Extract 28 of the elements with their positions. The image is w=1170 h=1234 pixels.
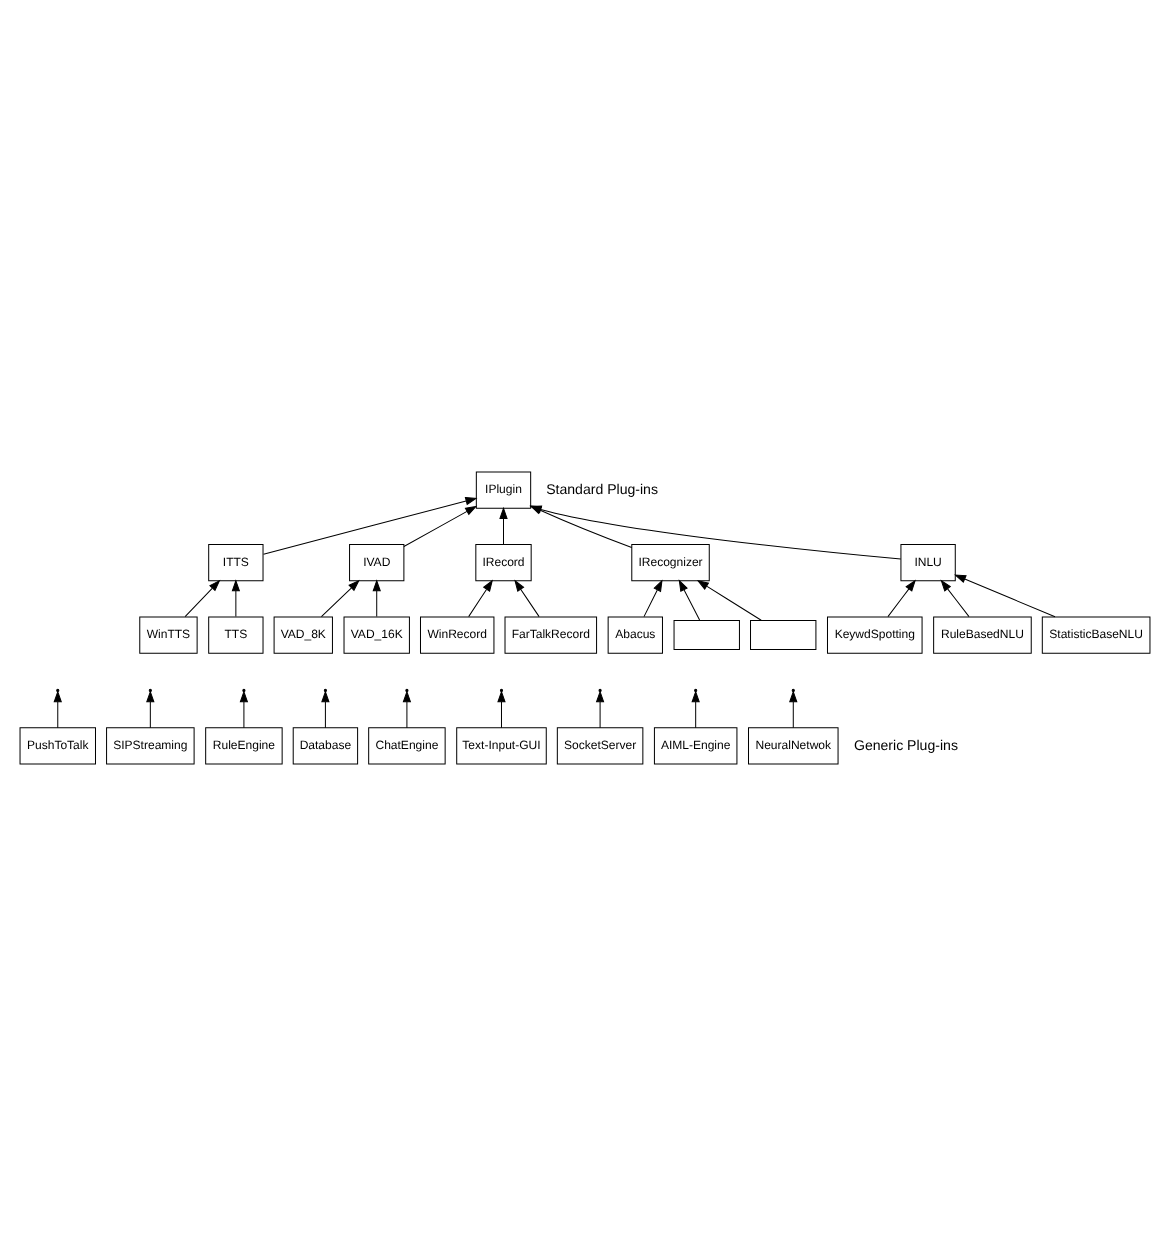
arrow (321, 689, 330, 728)
arrow (468, 578, 494, 617)
arrow (320, 578, 360, 617)
arrow (529, 504, 633, 548)
arrow (789, 689, 798, 728)
arrow (954, 573, 1056, 617)
node-box (750, 618, 817, 650)
arrow (499, 505, 508, 544)
arrow (53, 689, 62, 728)
arrow (691, 689, 700, 728)
arrow (403, 504, 478, 546)
arrow (529, 504, 902, 559)
arrow (402, 689, 412, 728)
arrow (643, 578, 663, 617)
arrow (514, 578, 540, 617)
arrow (239, 689, 249, 728)
node-box (673, 618, 740, 650)
arrow (696, 578, 762, 620)
arrow (940, 578, 970, 617)
arrow (497, 689, 506, 728)
arrow (678, 578, 701, 620)
arrow (887, 578, 916, 617)
arrow (263, 495, 478, 554)
arrow (184, 578, 221, 617)
arrow (146, 689, 155, 728)
arrow (595, 689, 605, 728)
arrow (231, 578, 241, 617)
arrow (372, 578, 381, 617)
